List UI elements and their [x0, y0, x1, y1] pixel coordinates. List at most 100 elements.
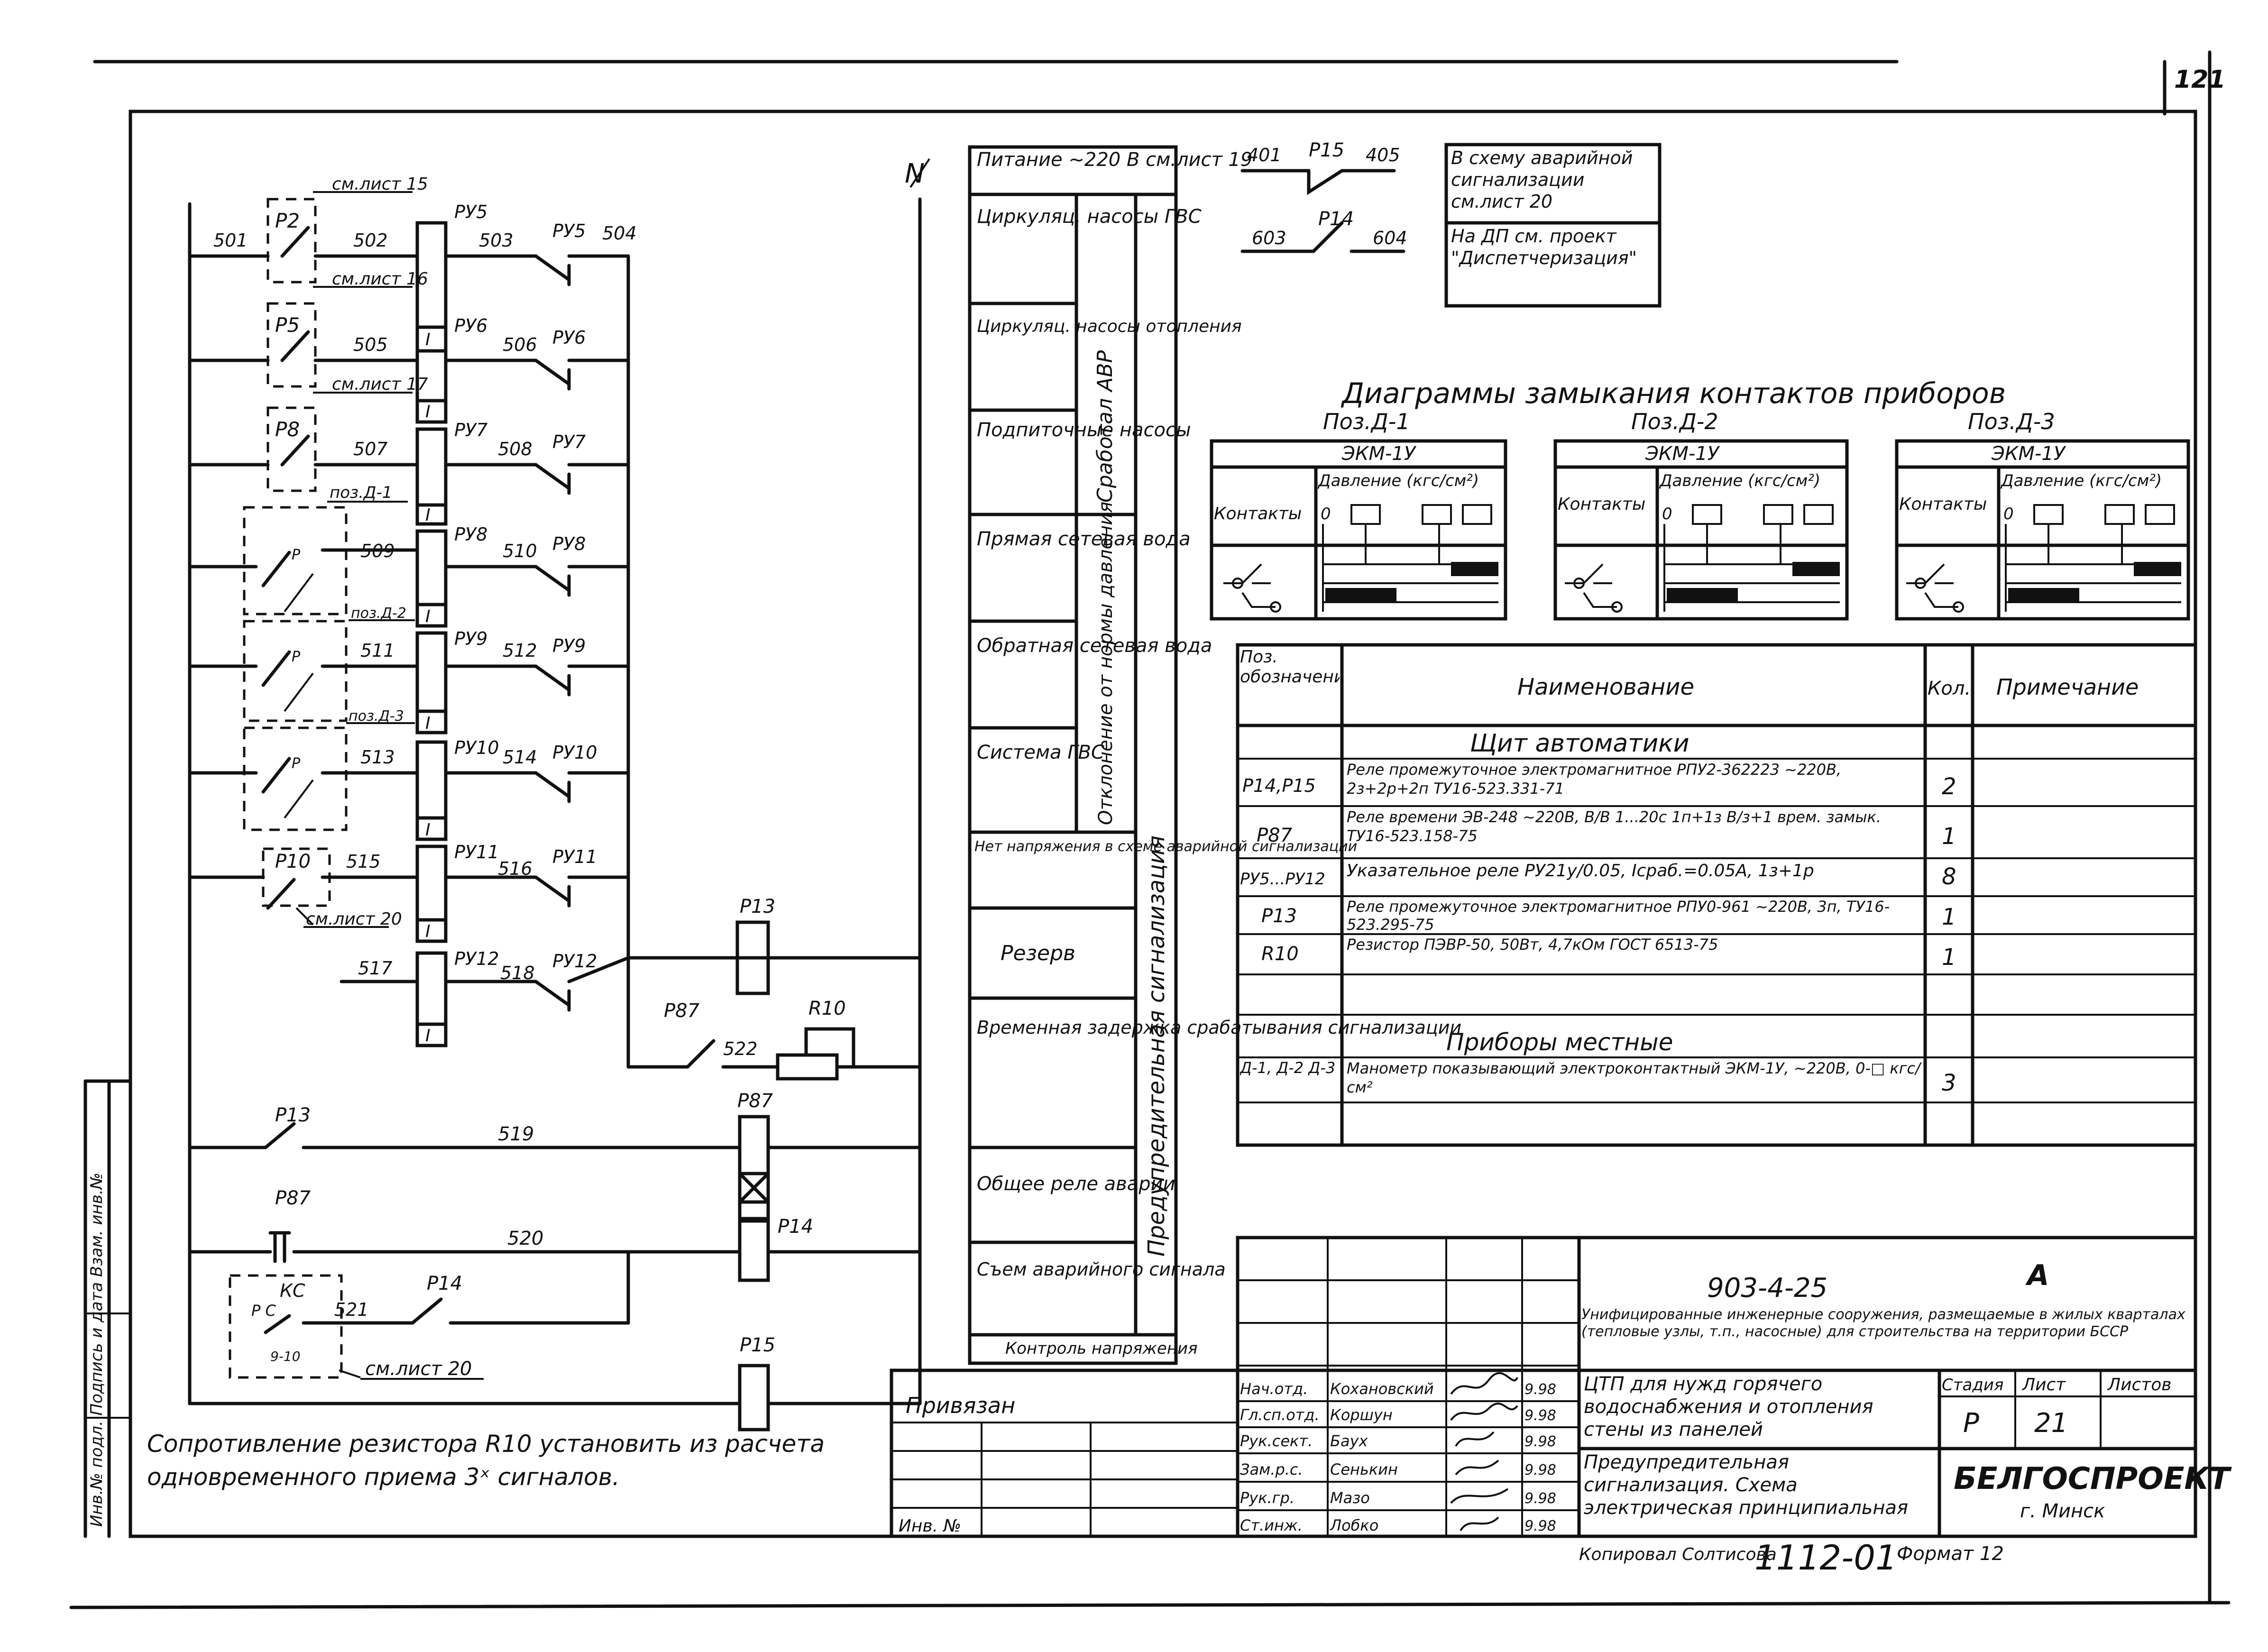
- designation: 903-4-25: [1707, 1273, 1827, 1303]
- wire-label: 513: [360, 747, 395, 768]
- relay-label: РУ10: [454, 737, 499, 758]
- wire-label: 508: [498, 439, 533, 459]
- sig-role: Рук.сект.: [1240, 1432, 1313, 1450]
- fn-row: Система ГВС: [977, 742, 1104, 763]
- sensor-label: Р8: [275, 418, 300, 441]
- sig-role: Нач.отд.: [1240, 1380, 1308, 1398]
- diagram-d2: Поз.Д-2 ЭКМ-1У Давление (кгс/см²) Контак…: [1553, 409, 1849, 621]
- spec-pos: Р87: [1257, 825, 1293, 846]
- sensor-label: Р5: [275, 313, 300, 337]
- fn-group-pressure: Отклонение от нормы давления: [1095, 502, 1117, 825]
- sensor-label: Р87: [275, 1187, 311, 1209]
- wire-label: 505: [353, 334, 388, 355]
- diagram-position: Поз.Д-3: [1968, 409, 2055, 434]
- relay-label: РУ6: [454, 315, 487, 336]
- row-ru7: I 507 508 Р8 РУ7 РУ7 см.лист 17: [188, 375, 630, 526]
- relay-label: РУ8: [552, 533, 586, 554]
- sensor-label: Р15: [1309, 139, 1344, 161]
- spec-pos: Д-1, Д-2 Д-3: [1240, 1059, 1336, 1077]
- relay-label: РУ7: [552, 431, 586, 452]
- diagram-position: Поз.Д-2: [1631, 409, 1718, 434]
- spec-qty: 1: [1942, 944, 1956, 971]
- fn-group-avr: Сработал АВР: [1093, 350, 1117, 503]
- ks-terminals: Р С: [251, 1302, 276, 1320]
- wire-label: 401: [1247, 145, 1282, 165]
- sensor-label: Р87: [737, 1090, 773, 1112]
- fn-row: Циркуляц. насосы отопления: [977, 317, 1242, 336]
- row-ru5: I 501 502 503 504 Р2 РУ5 РУ5 см.лист 15: [188, 174, 637, 353]
- wire-label: 503: [479, 230, 514, 251]
- wire-label: 604: [1373, 228, 1407, 248]
- relay-label: РУ11: [454, 842, 499, 863]
- sensor-label: Р14: [427, 1273, 462, 1294]
- relay-label: РУ11: [552, 846, 597, 867]
- stage-value: Р: [1963, 1408, 1979, 1439]
- spec-name: Реле времени ЭВ-248 ~220В, В/В 1...20с 1…: [1347, 808, 1881, 845]
- zero-label: 0: [1321, 505, 1331, 523]
- function-table: Питание ~220 В см.лист 19 Циркуляц. насо…: [968, 145, 1461, 1365]
- zero-label: 0: [2003, 505, 2014, 523]
- sheet-ref: см.лист 15: [332, 174, 428, 194]
- wire-label: 519: [498, 1123, 534, 1145]
- stamp-code: 1112-01: [1754, 1538, 1897, 1578]
- fn-row: Контроль напряжения: [1005, 1339, 1198, 1358]
- sheet-label: Лист: [2021, 1375, 2066, 1395]
- side-strip-text: Инв.№ подл. Подпись и дата Взам. инв.№: [87, 1173, 106, 1527]
- coil-mark: I: [425, 505, 431, 525]
- wire-label: 506: [503, 334, 537, 355]
- fn-row: Общее реле аварии: [977, 1173, 1175, 1195]
- sig-date: 9.98: [1524, 1518, 1556, 1534]
- spec-qty: 1: [1942, 904, 1956, 930]
- coil-mark: I: [425, 402, 431, 422]
- coil-mark: I: [425, 922, 431, 941]
- position-ref: поз.Д-2: [351, 605, 406, 622]
- relay-label: РУ5: [552, 220, 586, 241]
- sensor-label: Р10: [275, 851, 311, 872]
- coil-mark: I: [425, 820, 431, 840]
- row-ru8: Р I 509 510 РУ8 РУ8 поз.Д-1: [188, 483, 630, 628]
- sig-name: Сенькин: [1330, 1460, 1398, 1478]
- spec-name: Реле промежуточное электромагнитное РПУ0…: [1347, 898, 1890, 934]
- diagram-d3: Поз.Д-3 ЭКМ-1У Давление (кгс/см²) Контак…: [1895, 409, 2190, 621]
- sig-date: 9.98: [1524, 1433, 1556, 1450]
- spec-header-pos: Поз. обозначение: [1240, 647, 1340, 687]
- fn-row: Нет напряжения в схеме аварийной сигнали…: [974, 838, 1357, 855]
- fn-row: Циркуляц. насосы ГВС: [977, 206, 1202, 228]
- sig-name: Мазо: [1330, 1489, 1370, 1507]
- contacts-label: Контакты: [1214, 504, 1302, 523]
- wire-label: 521: [334, 1299, 369, 1320]
- row-ru12: I 517 518 РУ12 РУ12: [340, 948, 630, 1047]
- sig-role: Гл.сп.отд.: [1240, 1406, 1320, 1424]
- wire-label: 514: [503, 747, 537, 768]
- spec-name: Реле промежуточное электромагнитное РПУ2…: [1347, 761, 1842, 798]
- wire-label: 517: [358, 958, 393, 979]
- device-label: ЭКМ-1У: [1645, 443, 1720, 465]
- wire-label: 510: [503, 541, 537, 561]
- wire-label: 515: [346, 851, 381, 872]
- diagrams-title: Диаграммы замыкания контактов приборов: [1341, 377, 2006, 410]
- footnote: Сопротивление резистора R10 установить и…: [147, 1430, 825, 1491]
- sensor-label: Р14: [1318, 208, 1354, 230]
- row-ru10: Р I 513 514 РУ10 РУ10 поз.Д-3: [188, 708, 630, 841]
- signature-rows: Нач.отд. Кохановский 9.98 Гл.сп.отд. Кор…: [1240, 1372, 1556, 1534]
- sensor-label: Р15: [740, 1334, 775, 1356]
- contacts-label: Контакты: [1558, 495, 1645, 514]
- sig-name: Коршун: [1330, 1406, 1393, 1424]
- sig-date: 9.98: [1524, 1490, 1556, 1507]
- relay-label: РУ6: [552, 327, 586, 348]
- position-ref: поз.Д-1: [330, 483, 392, 502]
- sig-name: Лобко: [1330, 1516, 1378, 1534]
- copied-by: Копировал Солтисова: [1579, 1545, 1777, 1564]
- sensor-label: Р13: [275, 1104, 311, 1126]
- series-title: Унифицированные инженерные сооружения, р…: [1581, 1306, 2185, 1340]
- fn-row: Подпиточные насосы: [977, 419, 1191, 441]
- sig-date: 9.98: [1524, 1462, 1556, 1478]
- spec-section-title: Приборы местные: [1446, 1028, 1673, 1056]
- spec-pos: Р14,Р15: [1242, 775, 1316, 796]
- note-box-2: На ДП см. проект "Диспетчеризация": [1451, 226, 1637, 268]
- row-ru11: I Р10 515 516 РУ11 РУ11 см.лист 20: [188, 842, 630, 943]
- wire-label: 512: [503, 640, 537, 661]
- sheet-ref: см.лист 20: [306, 909, 402, 929]
- spec-qty: 8: [1942, 863, 1956, 890]
